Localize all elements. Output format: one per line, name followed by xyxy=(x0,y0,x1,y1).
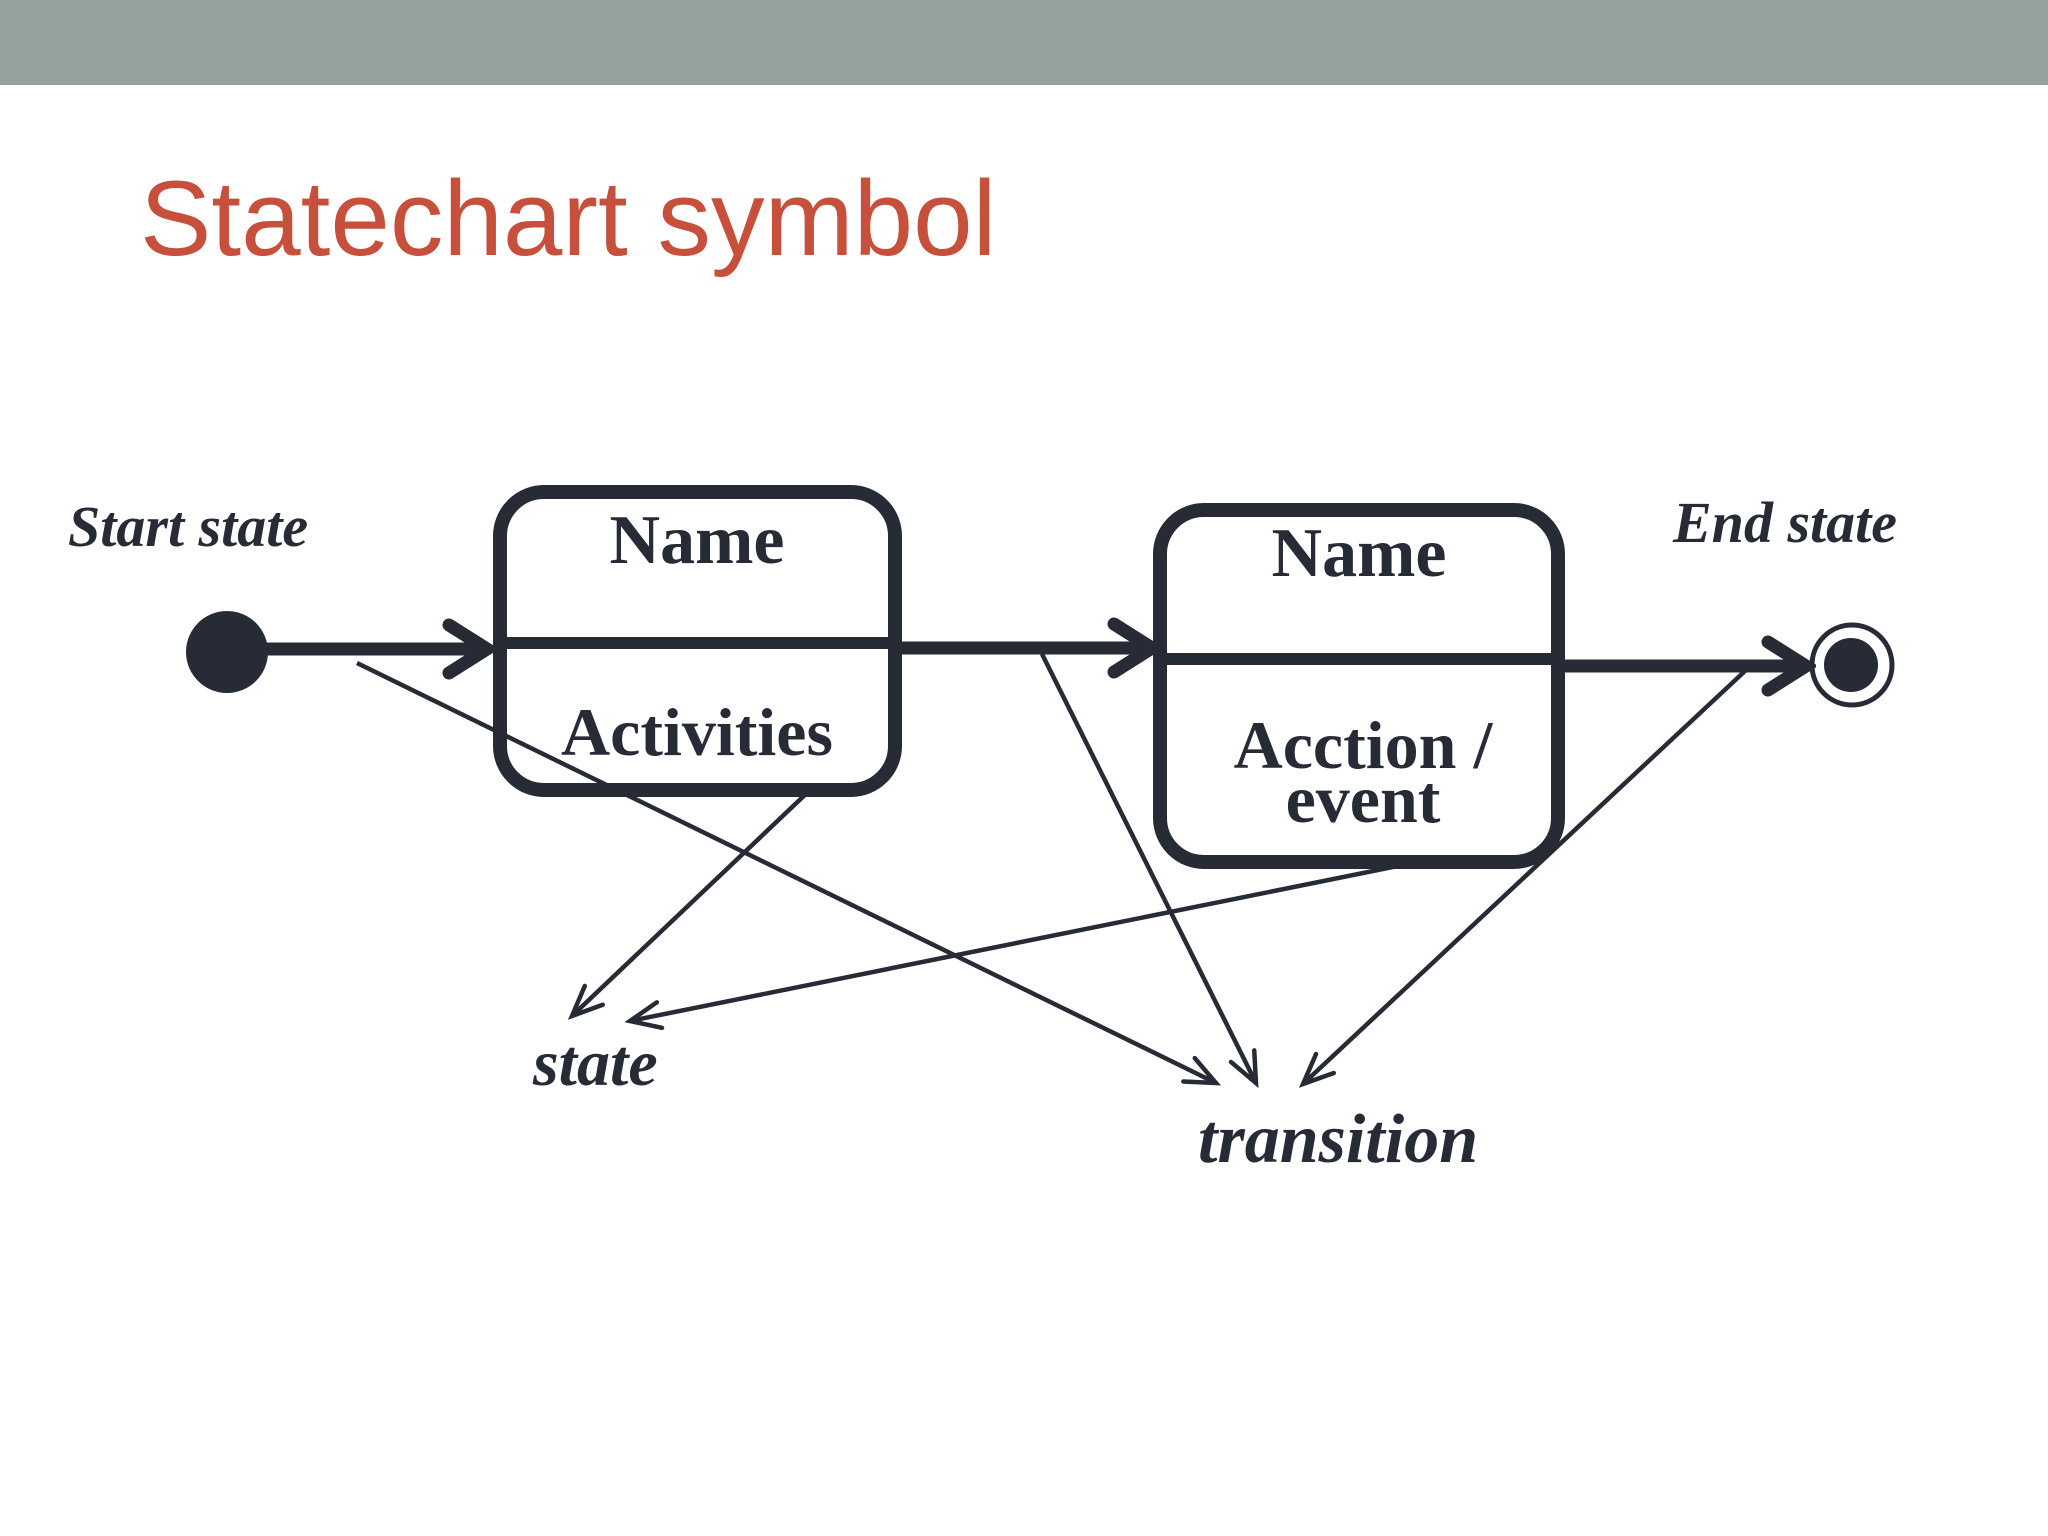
state-callout-label: state xyxy=(532,1027,658,1100)
state-box-2-action-line2: event xyxy=(1286,761,1441,837)
state-box-1-activities: Activities xyxy=(561,694,833,770)
state-box-2-name: Name xyxy=(1272,515,1447,592)
end-state-inner-circle xyxy=(1824,638,1878,692)
callout-line-box1-to-state xyxy=(567,790,810,1020)
state-box-2-action-line1: Acction / xyxy=(1234,707,1494,783)
callout-line-box2-to-state xyxy=(624,863,1399,1031)
end-state-symbol xyxy=(1809,622,1895,708)
header-bar xyxy=(0,0,2048,85)
callout-line-arrow2-to-transition xyxy=(1039,652,1259,1089)
state-box-1: Name Activities xyxy=(493,485,902,797)
transition-callout-label: transition xyxy=(1198,1101,1478,1178)
end-state-label: End state xyxy=(1672,490,1897,555)
start-state-label: Start state xyxy=(68,494,308,559)
callout-line-arrow1-to-transition xyxy=(356,660,1222,1086)
state-box-1-name: Name xyxy=(610,502,785,579)
state-box-2-outline xyxy=(1153,503,1565,869)
start-state-circle xyxy=(186,611,268,693)
callout-line-arrow3-to-transition xyxy=(1298,669,1747,1088)
slide-title: Statechart symbol xyxy=(140,158,996,278)
state-box-2: Name Acction / event xyxy=(1153,503,1565,869)
